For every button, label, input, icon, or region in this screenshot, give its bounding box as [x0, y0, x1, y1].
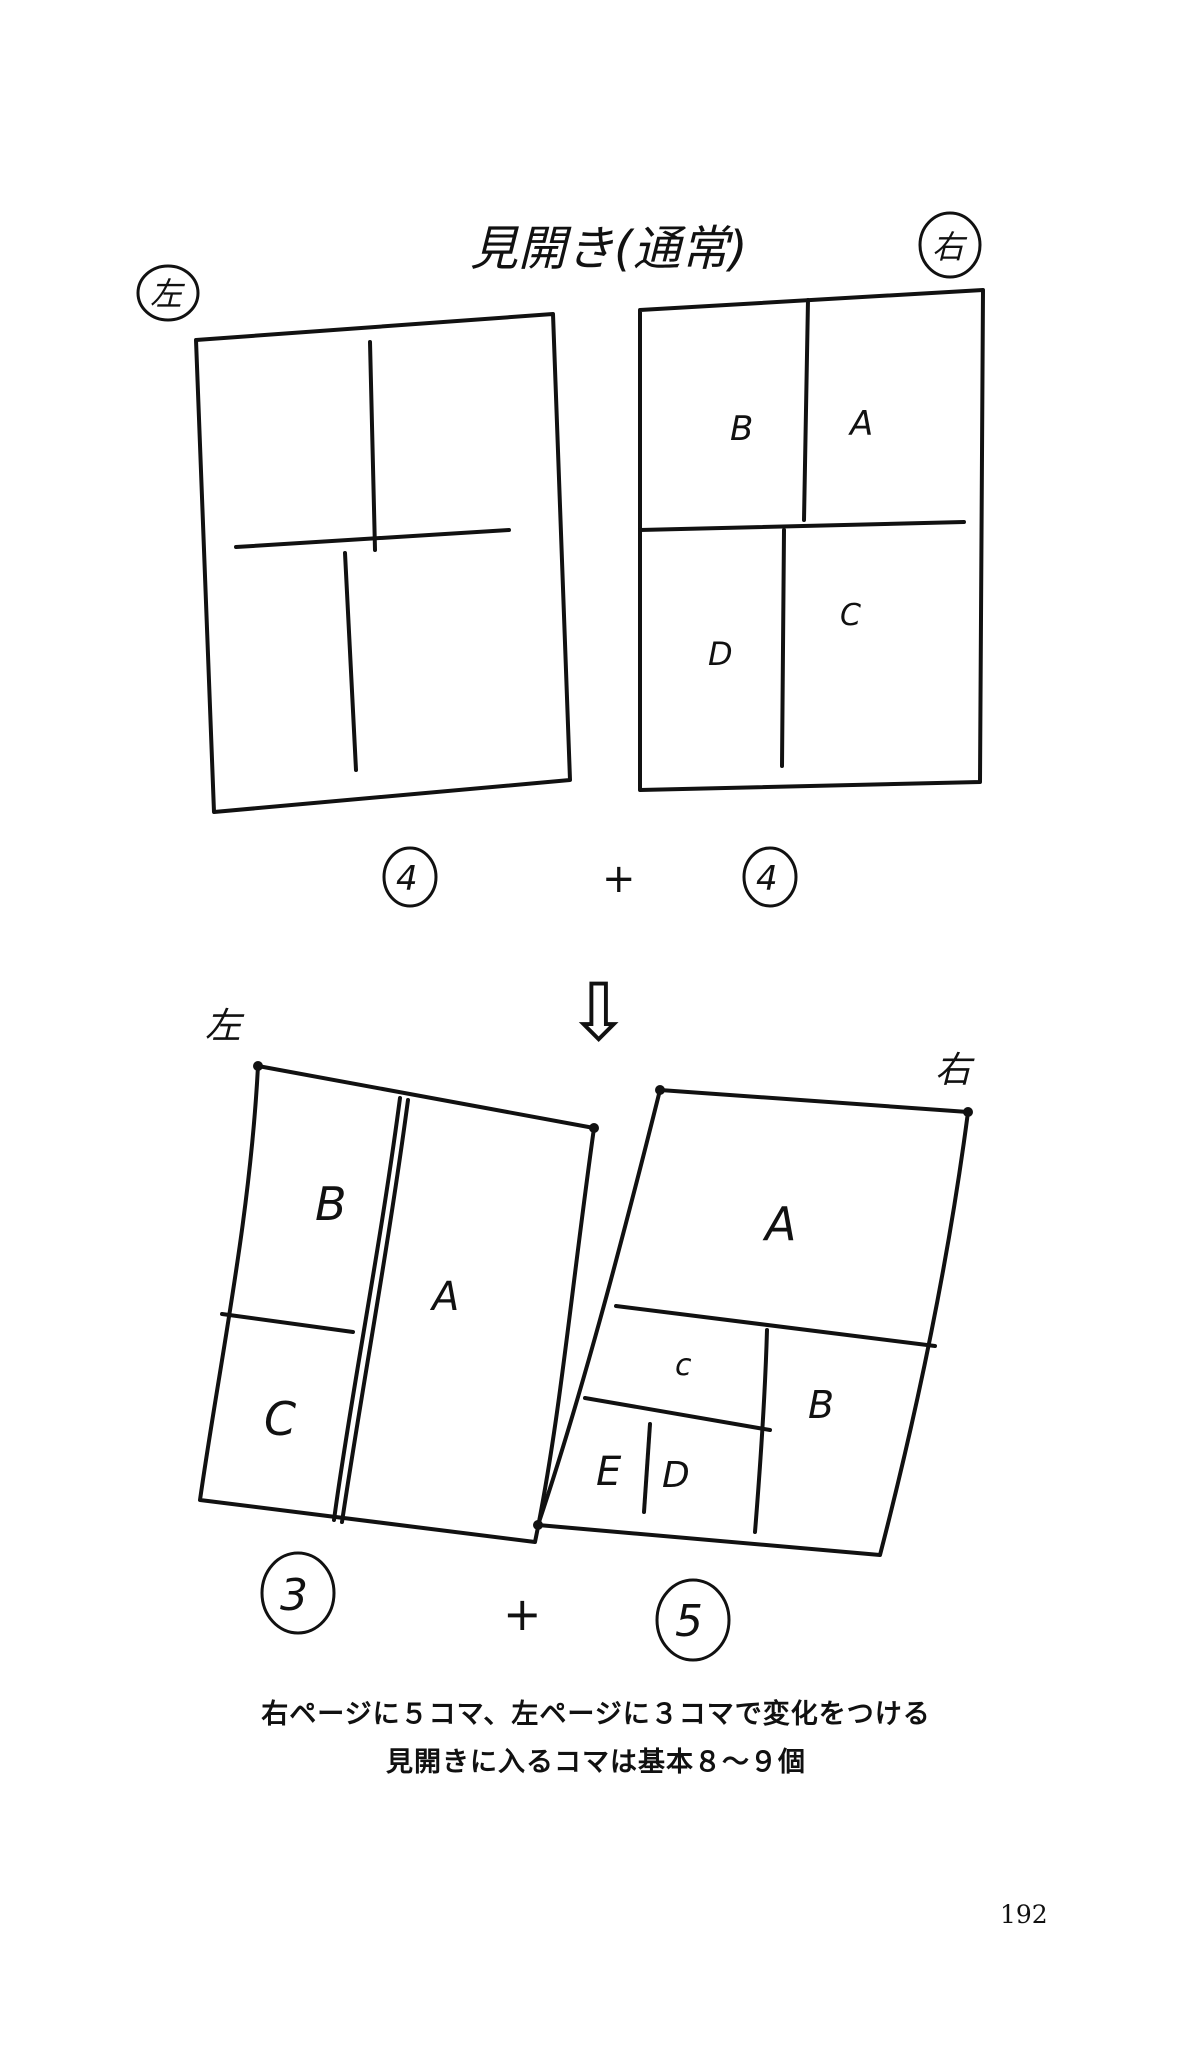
top-plus: +: [602, 856, 636, 902]
bottom-right-panel-b: B: [808, 1383, 834, 1427]
svg-text:4: 4: [396, 859, 418, 899]
page-number: 192: [1000, 1900, 1048, 1929]
left-page-mark-top: 左: [136, 264, 200, 322]
caption-line-1: 右ページに５コマ、左ページに３コマで変化をつける: [261, 1699, 931, 1730]
svg-text:右: 右: [932, 228, 968, 266]
top-right-page-frame: [638, 288, 985, 792]
bottom-left-panel-b: B: [315, 1177, 347, 1231]
bottom-right-panel-c: c: [675, 1348, 692, 1383]
sketch-title: 見開き(通常): [470, 221, 747, 277]
svg-text:4: 4: [756, 859, 778, 899]
bottom-right-panel-e: E: [596, 1449, 622, 1495]
right-page-mark-bottom: 右: [935, 1050, 975, 1091]
bottom-plus: +: [503, 1587, 542, 1641]
bottom-right-count: 5: [655, 1578, 731, 1662]
bottom-right-panel-a: A: [762, 1197, 796, 1251]
caption-line-2: 見開きに入るコマは基本８～９個: [386, 1747, 806, 1778]
down-arrow: ⇩: [565, 966, 632, 1059]
bottom-right-page-frame: [533, 1085, 973, 1557]
bottom-left-panel-a: A: [429, 1274, 459, 1320]
top-right-panel-a: A: [848, 404, 873, 444]
top-right-panel-d: D: [708, 635, 733, 673]
svg-text:3: 3: [280, 1570, 308, 1621]
top-left-page-frame: [194, 312, 572, 814]
svg-text:左: 左: [150, 275, 186, 313]
top-right-count: 4: [742, 846, 798, 908]
left-page-mark-bottom: 左: [205, 1006, 245, 1047]
bottom-left-page-frame: [198, 1061, 599, 1544]
bottom-left-count: 3: [260, 1551, 336, 1635]
bottom-left-panel-c: C: [264, 1392, 296, 1446]
top-right-panel-b: B: [730, 409, 753, 449]
top-left-count: 4: [382, 846, 438, 908]
svg-text:5: 5: [675, 1596, 703, 1647]
right-page-mark-top: 右: [918, 211, 982, 279]
bottom-right-panel-d: D: [662, 1455, 690, 1496]
top-right-panel-c: C: [840, 598, 861, 633]
